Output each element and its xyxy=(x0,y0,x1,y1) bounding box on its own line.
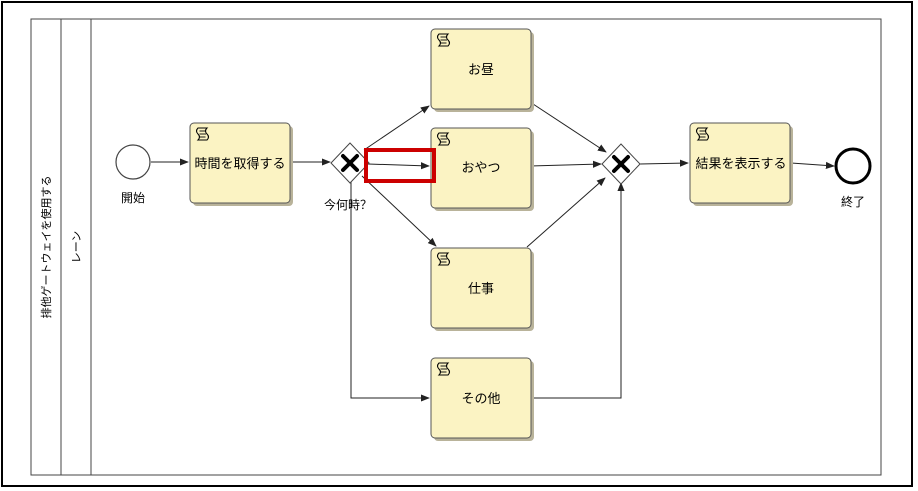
task-work[interactable]: 仕事 xyxy=(430,247,534,331)
gateway-split-label: 今何時？ xyxy=(324,197,372,212)
lane-label: レーン xyxy=(70,231,83,263)
flow-gateway-to-other[interactable] xyxy=(350,182,430,402)
flow-work-to-merge[interactable] xyxy=(526,177,606,248)
flow-gateway-to-work[interactable] xyxy=(361,175,437,247)
flow-snack-to-merge[interactable] xyxy=(529,160,602,168)
task-other[interactable]: その他 xyxy=(430,357,534,441)
flow-gateway-to-snack[interactable] xyxy=(367,162,430,170)
x-marker-icon xyxy=(612,155,630,173)
flow-lunch-to-merge[interactable] xyxy=(529,101,607,153)
task-show-result[interactable]: 結果を表示する xyxy=(689,122,793,206)
end-event[interactable] xyxy=(834,147,872,185)
task-label: お昼 xyxy=(468,63,494,78)
flow-other-to-merge[interactable] xyxy=(530,182,625,399)
start-event-label: 開始 xyxy=(121,191,145,205)
flow-show-result-to-end[interactable] xyxy=(790,161,835,170)
task-lunch[interactable]: お昼 xyxy=(430,28,534,112)
task-label: その他 xyxy=(461,392,500,407)
task-label: 結果を表示する xyxy=(695,157,786,172)
pool-label: 排他ゲートウェイを使用する xyxy=(39,176,53,319)
exclusive-gateway-split[interactable] xyxy=(330,142,370,184)
task-label: 仕事 xyxy=(468,282,494,297)
task-label: 時間を取得する xyxy=(194,156,285,172)
task-get-time[interactable]: 時間を取得する xyxy=(189,122,293,206)
task-label: おやつ xyxy=(461,161,500,176)
end-event-label: 終了 xyxy=(841,194,865,209)
sequence-flows xyxy=(151,101,835,402)
start-event[interactable] xyxy=(115,144,151,180)
highlight-box xyxy=(364,148,436,183)
task-snack[interactable]: おやつ xyxy=(430,127,534,211)
x-marker-icon xyxy=(341,154,359,172)
exclusive-gateway-merge[interactable] xyxy=(601,143,641,185)
pool[interactable] xyxy=(30,18,882,476)
flow-gateway-to-lunch[interactable] xyxy=(363,105,430,151)
flow-merge-to-show-result[interactable] xyxy=(639,159,689,167)
